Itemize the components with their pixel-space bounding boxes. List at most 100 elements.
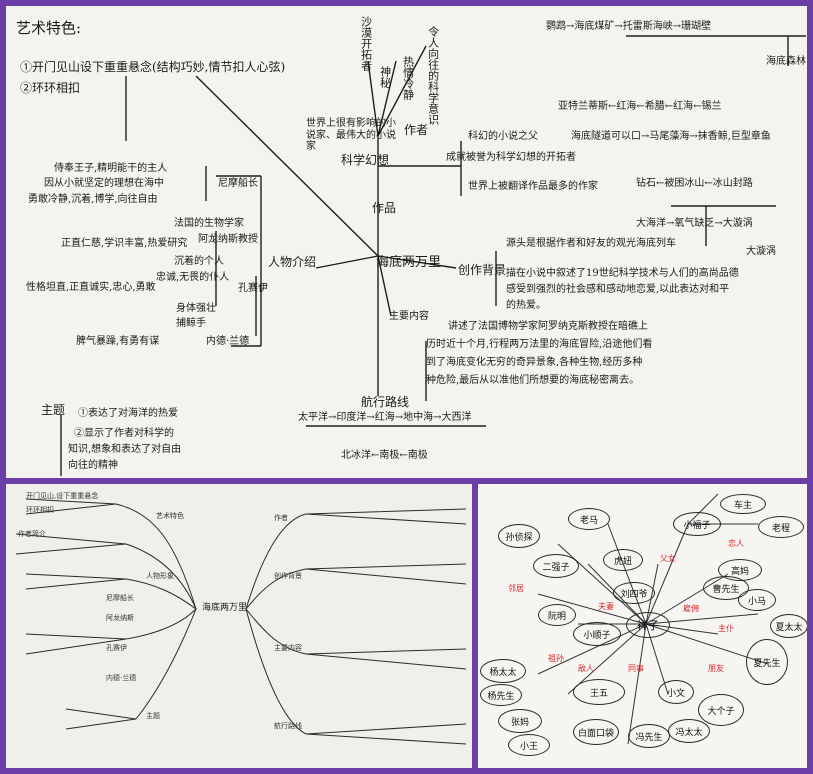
route-top-1: 鹦鹉→海底煤矿→托雷斯海峡→珊瑚壁: [546, 21, 712, 32]
br-node-24: 冯先生: [628, 724, 670, 748]
br-node-8: 夏先生: [746, 639, 788, 685]
ned-1: 性格坦直,正直诚实,忠心,勇敢: [26, 282, 156, 293]
br-relation-2: 夫妻: [598, 602, 614, 611]
theme-1: ①表达了对海洋的热爱: [78, 408, 178, 419]
bl-right-2: 创作背景: [274, 572, 302, 580]
bl-right-1: 作者: [274, 514, 288, 522]
br-node-2: 老马: [568, 508, 610, 530]
theme-2: ②显示了作者对科学的: [74, 428, 174, 439]
br-node-25: 冯太太: [668, 719, 710, 743]
route-top-4: 海底隧道可以口→马尾藻海→抹香鲸,巨型章鱼: [571, 131, 771, 142]
br-relation-6: 同事: [628, 664, 644, 673]
bl-left-6: 尼摩船长: [106, 594, 134, 602]
br-node-6: 高妈: [718, 559, 762, 581]
bl-left-10: 主题: [146, 712, 160, 720]
genre-desc-2: 成就被誉为科学幻想的开拓者: [446, 152, 576, 163]
author-heading: 作者: [404, 123, 429, 137]
vertical-label-4: 令人向往的科学意识: [426, 26, 440, 125]
nemo-trait-2: 因从小就坚定的理想在海中: [44, 178, 164, 189]
genre-desc-3: 世界上被翻译作品最多的作家: [468, 181, 598, 192]
bl-left-9: 内德·兰德: [106, 674, 137, 682]
prof-4: 沉着的个人: [174, 256, 224, 267]
ned-4: 脾气暴躁,有勇有谋: [76, 336, 160, 347]
kong-name: 孔赛伊: [238, 283, 268, 294]
character-label: 人物介绍: [268, 255, 317, 269]
background-text-1: 源头是根据作者和好友的观光海底列车: [506, 238, 676, 249]
ned-3: 捕鲸手: [176, 318, 206, 329]
br-node-14: 车主: [720, 494, 766, 514]
route-top-3: 亚特兰蒂斯←红海←希腊←红海←锡兰: [558, 101, 722, 112]
bl-left-7: 阿龙纳斯: [106, 614, 134, 622]
br-node-16: 王五: [573, 679, 625, 705]
bl-left-2: 环环相扣: [26, 506, 54, 514]
br-node-19: 张妈: [498, 709, 542, 733]
prof-3: 正直仁慈,学识丰富,热爱研究: [61, 238, 188, 249]
ned-2: 身体强壮: [176, 303, 216, 314]
nemo-name: 尼摩船长: [218, 178, 258, 189]
br-relation-7: 邻居: [508, 584, 524, 593]
theme-4: 向往的精神: [68, 460, 118, 471]
bottom-left-mind-map-photo: 海底两万里 开门见山,设下重重悬念 环环相扣 艺术特色 作者简介 人物形象 尼摩…: [6, 484, 472, 768]
bl-right-4: 航行路线: [274, 722, 302, 730]
prof-5: 忠诚,无畏的仆人: [156, 272, 230, 283]
bl-right-3: 主要内容: [274, 644, 302, 652]
bl-center-title: 海底两万里: [202, 603, 248, 613]
br-node-17: 杨太太: [480, 659, 526, 683]
br-node-1: 小福子: [673, 512, 721, 536]
bl-left-4: 作者简介: [18, 530, 46, 538]
br-node-center: 祥子: [626, 612, 670, 638]
route-text-1: 太平洋→印度洋→红海→地中海→大西洋: [298, 412, 472, 423]
bottom-right-relationship-map-photo: 祥子 小福子 老马 虎妞 刘四爷 曹先生 高妈 小马 夏先生 夏太太 阮明 二强…: [478, 484, 807, 768]
br-node-7: 小马: [738, 589, 776, 611]
prof-1: 法国的生物学家: [174, 218, 244, 229]
br-node-15: 老程: [758, 516, 804, 538]
route-top-6: 大海洋→氧气缺乏→大漩涡: [636, 218, 753, 229]
vertical-label-1: 沙漠开拓者: [359, 16, 373, 71]
bl-map-lines: [15, 498, 467, 745]
route-text-2: 北冰洋←南极←南极: [341, 450, 428, 461]
background-text-4: 的热爱。: [506, 300, 546, 311]
br-node-12: 孙侦探: [498, 524, 540, 548]
br-relation-9: 敌人: [578, 664, 594, 673]
br-node-22: 大个子: [698, 694, 744, 726]
br-node-11: 二强子: [533, 554, 579, 578]
plot-text-2: 历时近十个月,行程两万法里的海底冒险,沿途他们看: [426, 339, 653, 350]
bl-left-1: 开门见山,设下重重悬念: [26, 492, 99, 500]
br-node-3: 虎妞: [603, 549, 643, 571]
br-node-23: 白面口袋: [573, 719, 619, 745]
feature-1: ①开门见山设下重重悬念(结构巧妙,情节扣人心弦): [20, 60, 286, 74]
plot-label: 主要内容: [389, 311, 429, 322]
br-relation-5: 主仆: [718, 624, 734, 633]
br-node-13: 小顺子: [573, 622, 621, 646]
br-node-21: 小文: [658, 680, 694, 704]
plot-text-4: 种危险,最后从以准他们所想要的海底秘密离去。: [426, 375, 640, 386]
background-label: 创作背景: [458, 263, 507, 277]
top-map-lines: [60, 35, 806, 476]
background-text-3: 感受到强烈的社会感和感动地恋爱,以此表达对和平: [506, 284, 730, 295]
theme-label: 主题: [41, 403, 66, 417]
ned-name: 内德·兰德: [206, 336, 250, 347]
plot-text-3: 到了海底变化无穷的奇异景象,各种生物,经历多种: [426, 357, 643, 368]
br-node-9: 夏太太: [770, 614, 807, 638]
theme-3: 知识,想象和表达了对自由: [68, 444, 182, 455]
route-top-7: 大漩涡: [746, 246, 776, 257]
nemo-trait-1: 侍奉王子,精明能干的主人: [54, 163, 168, 174]
route-top-5: 钻石←被困冰山←冰山封路: [636, 178, 753, 189]
author-note: 世界上很有影响的小说家、最伟大的小说家: [306, 118, 396, 152]
feature-2: ②环环相扣: [20, 81, 81, 95]
route-top-2: 海底森林: [766, 56, 806, 67]
type-label: 科学幻想: [341, 153, 390, 167]
br-node-10: 阮明: [538, 604, 576, 626]
bl-left-8: 孔赛伊: [106, 644, 127, 652]
br-relation-4: 祖孙: [548, 654, 564, 663]
br-node-4: 刘四爷: [613, 582, 655, 604]
br-relation-8: 朋友: [708, 664, 724, 673]
genre-label: 作品: [372, 201, 397, 215]
bl-left-3: 艺术特色: [156, 512, 184, 520]
br-node-18: 杨先生: [480, 684, 522, 706]
heading-art-features: 艺术特色:: [16, 19, 82, 37]
genre-desc-1: 科幻的小说之父: [468, 131, 538, 142]
bl-left-5: 人物形象: [146, 572, 174, 580]
route-label: 航行路线: [361, 395, 410, 409]
prof-2: 阿龙纳斯教授: [198, 234, 258, 245]
